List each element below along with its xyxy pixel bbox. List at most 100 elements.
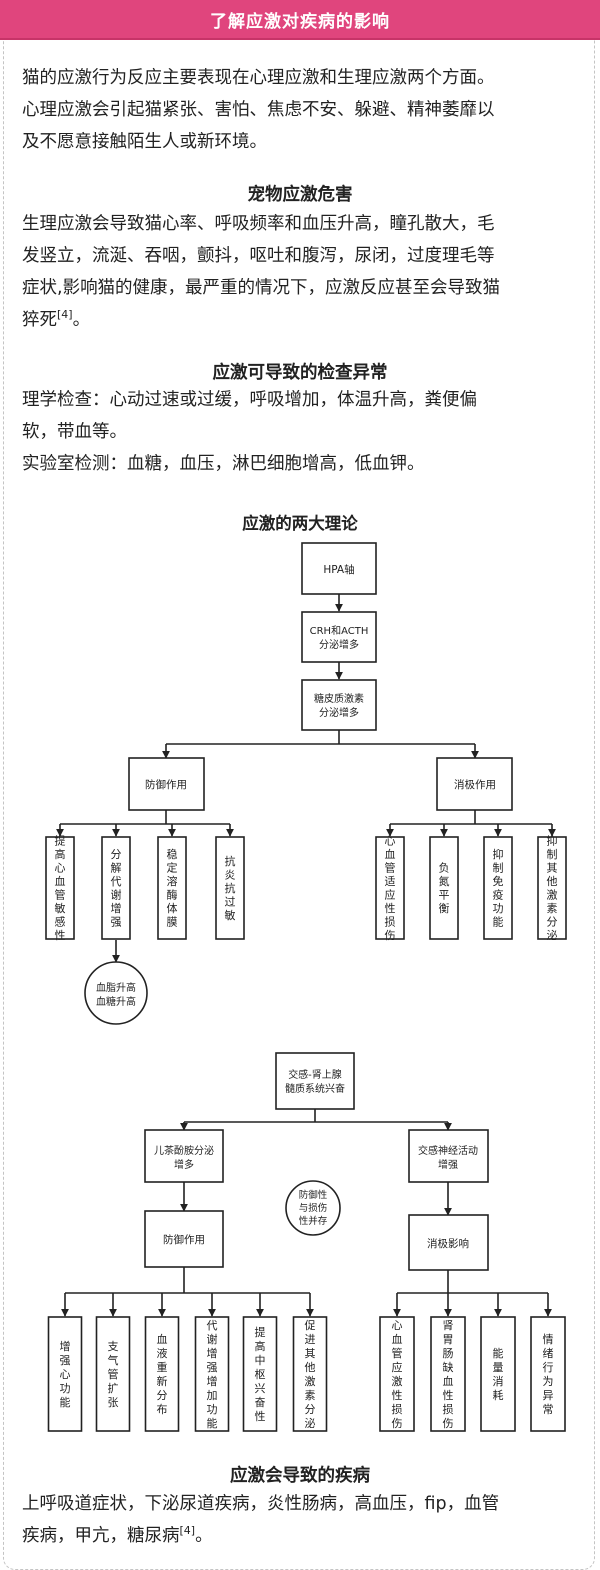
diagram-leaf-box bbox=[430, 1316, 466, 1432]
exam-heading: 应激可导致的检查异常 bbox=[212, 363, 388, 383]
exam-line: 实验室检测：血糖，血压，淋巴细胞增高，低血钾。 bbox=[22, 454, 425, 474]
hpa-axis-box bbox=[301, 542, 377, 595]
exam-line: 软，带血等。 bbox=[22, 422, 127, 442]
diagram-leaf-label: 能量消耗 bbox=[493, 1346, 504, 1402]
diagram-leaf-box bbox=[483, 836, 513, 940]
coexist-circle bbox=[285, 1180, 341, 1236]
intro-line: 猫的应激行为反应主要表现在心理应激和生理应激两个方面。 bbox=[22, 68, 495, 88]
diagram-leaf-box bbox=[45, 836, 75, 940]
diagram-leaf-box bbox=[47, 1316, 83, 1432]
hazard-line: 症状,影响猫的健康，最严重的情况下，应激反应甚至会导致猫 bbox=[22, 278, 501, 298]
hpa-diagram: HPA轴 CRH和ACTH 分泌增多 糖皮质激素 分泌增多 防御作用 消极作用 … bbox=[45, 542, 567, 1025]
sam-top-label-1: 交感-肾上腺 bbox=[288, 1068, 342, 1081]
sam-top-label-2: 髓质系统兴奋 bbox=[285, 1082, 345, 1095]
diagram-leaf-box bbox=[144, 1316, 180, 1432]
hazard-line-text: 猝死 bbox=[22, 310, 57, 330]
intro-paragraph: 猫的应激行为反应主要表现在心理应激和生理应激两个方面。 心理应激会引起猫紧张、害… bbox=[22, 62, 580, 158]
hazard-line-tail: 。 bbox=[72, 310, 91, 330]
diagram-leaf-label: 分解代谢增强 bbox=[111, 848, 122, 929]
theory-heading: 应激的两大理论 bbox=[242, 514, 358, 533]
coexist-label-3: 性并存 bbox=[299, 1215, 328, 1227]
branch-line bbox=[390, 810, 552, 825]
branch-line bbox=[65, 1267, 310, 1294]
glucocorticoid-box bbox=[301, 679, 377, 731]
diagram-leaf-label: 情绪行为异常 bbox=[543, 1333, 554, 1416]
disease-line: 上呼吸道症状，下泌尿道疾病，炎性肠病，高血压，fip，血管 bbox=[22, 1494, 500, 1514]
exam-line: 理学检查：心动过速或过缓，呼吸增加，体温升高，粪便偏 bbox=[22, 390, 477, 410]
hazard-line: 发竖立，流涎、吞咽，颤抖，呕吐和腹泻，尿闭，过度理毛等 bbox=[22, 246, 495, 266]
hpa-defense-box bbox=[128, 757, 205, 811]
diagram-leaf-label: 抑制其他激素分泌 bbox=[547, 834, 558, 943]
coexist-label-1: 防御性 bbox=[299, 1189, 328, 1201]
diagram-leaf-box bbox=[215, 836, 245, 940]
citation: [4] bbox=[179, 1524, 196, 1538]
diagram-leaf-label: 心血管适应性损伤 bbox=[385, 835, 396, 943]
diagram-leaf-box bbox=[480, 1316, 516, 1432]
sympathetic-label-2: 增强 bbox=[438, 1158, 458, 1171]
sam-top-box bbox=[275, 1052, 355, 1110]
crh-acth-label-1: CRH和ACTH bbox=[310, 625, 369, 637]
sam-negative-items: 心血管应激性损伤 肾胃肠缺血性损伤 能量消耗 情绪行为异常 bbox=[379, 1316, 566, 1432]
circle-label-1: 血脂升高 bbox=[96, 981, 136, 994]
diagram-leaf-box bbox=[101, 836, 131, 940]
coexist-label-2: 与损伤 bbox=[299, 1202, 328, 1214]
catecholamine-label-2: 增多 bbox=[174, 1158, 194, 1171]
diagram-leaf-label: 肾胃肠缺血性损伤 bbox=[443, 1319, 454, 1430]
disease-line-text: 疾病，甲亢，糖尿病 bbox=[22, 1526, 180, 1546]
crh-acth-label-2: 分泌增多 bbox=[319, 638, 359, 651]
section-title: 了解应激对疾病的影响 bbox=[210, 11, 390, 32]
disease-heading: 应激会导致的疾病 bbox=[230, 1466, 370, 1486]
diagram-leaf-box bbox=[375, 836, 405, 940]
exam-paragraph: 理学检查：心动过速或过缓，呼吸增加，体温升高，粪便偏 软，带血等。 实验室检测：… bbox=[22, 384, 580, 480]
sam-negative-box bbox=[408, 1214, 489, 1271]
diagram-leaf-box bbox=[242, 1316, 278, 1432]
hpa-negative-label: 消极作用 bbox=[454, 778, 496, 791]
hpa-axis-label: HPA轴 bbox=[323, 563, 354, 576]
hazard-heading: 宠物应激危害 bbox=[247, 185, 353, 205]
sam-diagram: 交感-肾上腺 髓质系统兴奋 儿茶酚胺分泌 增多 交感神经活动 增强 防御性 与损… bbox=[47, 1052, 566, 1432]
diagram-leaf-label: 心血管应激性损伤 bbox=[392, 1319, 403, 1430]
glucocorticoid-label-1: 糖皮质激素 bbox=[314, 692, 364, 705]
disease-line-tail: 。 bbox=[195, 1526, 213, 1546]
hazard-line: 生理应激会导致猫心率、呼吸频率和血压升高，瞳孔散大，毛 bbox=[22, 214, 495, 234]
diagram-leaf-box bbox=[95, 1316, 131, 1432]
diagram-leaf-box bbox=[537, 836, 567, 940]
intro-line: 心理应激会引起猫紧张、害怕、焦虑不安、躲避、精神萎靡以 bbox=[22, 100, 495, 120]
diagram-leaf-label: 负氮平衡 bbox=[439, 861, 450, 916]
citation: [4] bbox=[57, 308, 73, 322]
diagram-leaf-label: 抗炎抗过敏 bbox=[225, 854, 236, 922]
crh-acth-box bbox=[301, 611, 377, 663]
section-header: 了解应激对疾病的影响 bbox=[0, 0, 600, 40]
branch-line bbox=[184, 1109, 448, 1123]
sam-negative-label: 消极影响 bbox=[427, 1237, 469, 1250]
disease-line-last: 疾病，甲亢，糖尿病[4]。 bbox=[22, 1520, 580, 1552]
hpa-negative-items: 心血管适应性损伤 负氮平衡 抑制免疫功能 抑制其他激素分泌 bbox=[375, 834, 567, 943]
diagram-leaf-box bbox=[429, 836, 459, 940]
hazard-paragraph: 生理应激会导致猫心率、呼吸频率和血压升高，瞳孔散大，毛 发竖立，流涎、吞咽，颤抖… bbox=[22, 208, 580, 336]
diagram-leaf-box bbox=[157, 836, 187, 940]
circle-label-2: 血糖升高 bbox=[96, 995, 136, 1008]
blood-lipid-glucose-circle bbox=[84, 961, 148, 1025]
diagram-leaf-label: 提高心血管敏感性 bbox=[55, 835, 66, 943]
sam-defense-box bbox=[144, 1210, 224, 1268]
diagram-leaf-label: 支气管扩张 bbox=[108, 1340, 119, 1409]
diagram-leaf-label: 抑制免疫功能 bbox=[493, 847, 504, 929]
diagram-leaf-label: 稳定溶酶体膜 bbox=[167, 847, 178, 929]
sympathetic-box bbox=[408, 1129, 489, 1183]
diagram-leaf-label: 血液重新分布 bbox=[157, 1332, 168, 1416]
catecholamine-label-1: 儿茶酚胺分泌 bbox=[154, 1144, 214, 1157]
diagram-leaf-label: 增强心功能 bbox=[60, 1339, 71, 1409]
diagram-leaf-label: 代谢增强增加功能 bbox=[207, 1319, 218, 1430]
glucocorticoid-label-2: 分泌增多 bbox=[319, 706, 359, 719]
hazard-line-last: 猝死[4]。 bbox=[22, 304, 580, 336]
hpa-defense-items: 提高心血管敏感性 分解代谢增强 稳定溶酶体膜 抗炎抗过敏 bbox=[45, 835, 245, 943]
hpa-defense-label: 防御作用 bbox=[145, 778, 187, 791]
sam-defense-label: 防御作用 bbox=[163, 1233, 205, 1246]
diagram-leaf-label: 提高中枢兴奋性 bbox=[255, 1326, 266, 1423]
branch-line bbox=[60, 810, 230, 825]
intro-line: 及不愿意接触陌生人或新环境。 bbox=[22, 132, 267, 152]
catecholamine-box bbox=[144, 1129, 224, 1183]
diagram-leaf-box bbox=[292, 1316, 328, 1432]
